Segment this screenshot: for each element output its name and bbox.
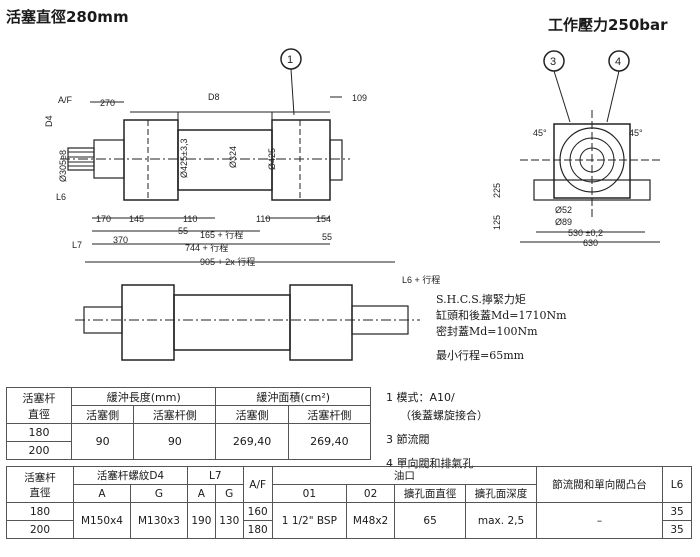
legend-block: 1 模式：A10/ （後蓋螺旋接合） 3 節流閥 4 單向閥和排氣孔 [386,389,488,473]
svg-text:1: 1 [287,54,293,66]
label-270: 270 [100,98,115,108]
thread-a: M150x4 [73,502,131,539]
label-145: 145 [129,214,144,224]
note-seal: 密封蓋Md=100Nm [436,325,538,338]
sub-g: G [129,484,188,503]
note-min-stroke: 最小行程=65mm [436,349,525,362]
cushion-length-header: 緩沖長度(mm) [70,387,217,406]
rod-180: 180 [6,423,72,442]
cylinder-bottom-view [75,284,420,361]
label-154: 154 [316,214,331,224]
legend-1: 1 模式：A10/ [386,391,455,404]
label-425a: Ø425±3,3 [179,139,189,178]
label-l6-stroke: L6 + 行程 [402,274,440,285]
sub-a2: A [186,484,216,503]
label-170: 170 [96,214,111,224]
svg-text:4: 4 [615,56,621,68]
thread-header: 活塞杆螺紋D4 [73,466,188,485]
port-table: 活塞杆 直徑 活塞杆螺紋D4 L7 A/F 油口 節流閥和單向閥凸台 L6 A … [6,466,692,539]
row-rod-200: 200 [6,520,74,539]
label-110b: 110 [256,214,270,224]
l7-a: 190 [186,502,216,539]
label-l6: L6 [56,192,66,202]
label-109: 109 [352,93,367,103]
label-630: 630 [583,238,598,248]
l7-g: 130 [214,502,244,539]
technical-drawing: 1 A/F D4 270 D8 109 Ø305e8 Ø425±3,3 Ø324… [44,48,660,361]
balloon-1: 1 [280,48,302,116]
label-89: Ø89 [555,217,572,227]
sub-g2: G [214,484,244,503]
balloon-4: 4 [606,50,630,123]
legend-1-sub: （後蓋螺旋接合） [400,409,488,422]
val-len-rod: 90 [133,423,217,460]
sub-01: 01 [271,484,348,503]
label-52: Ø52 [555,205,572,215]
l6-180: 35 [662,502,692,521]
label-110a: 110 [183,214,197,224]
side-dimensions [520,231,660,243]
label-305: Ø305e8 [58,150,68,182]
throttle-header: 節流閥和單向閥凸台 [536,466,663,503]
l6-200: 35 [662,520,692,539]
cushion-table: 活塞杆 直徑 緩沖長度(mm) 緩沖面積(cm²) 活塞側 活塞杆側 活塞側 活… [6,387,372,460]
l6-header: L6 [662,466,692,503]
cylinder-top-view [60,111,350,201]
label-324: Ø324 [228,146,238,168]
label-905: 905 + 2x 行程 [200,256,255,267]
label-45a: 45° [533,128,547,138]
rod-200: 200 [6,441,72,460]
label-55a: 55 [178,226,188,236]
label-370: 370 [113,235,128,245]
sub-a: A [73,484,131,503]
legend-3: 3 節流閥 [386,433,430,446]
label-55b: 55 [322,232,332,242]
sub-rod-side: 活塞杆側 [133,405,217,424]
rod-dia-header-2: 活塞杆 直徑 [6,466,74,503]
label-d4: D4 [44,115,54,127]
oil-port-header: 油口 [271,466,538,485]
pressure-title: 工作壓力250bar [548,16,668,34]
val-area-piston: 269,40 [215,423,289,460]
piston-diameter-title: 活塞直徑280mm [6,8,129,26]
label-225: 225 [492,183,502,198]
val-len-piston: 90 [70,423,135,460]
sub-dia: 擴孔面直徑 [394,484,467,503]
label-530: 530 ±0,2 [568,228,603,238]
rod-dia-header: 活塞杆 直徑 [6,387,72,424]
label-l7: L7 [72,240,82,250]
sub-piston-side-area: 活塞側 [215,405,289,424]
cylinder-side-view [520,110,660,220]
af-200: 180 [242,520,273,539]
label-d8: D8 [208,92,220,102]
svg-text:3: 3 [550,56,556,68]
sub-02: 02 [346,484,396,503]
notes-block: S.H.C.S.擰緊力矩 缸頭和後蓋Md=1710Nm 密封蓋Md=100Nm … [436,292,567,364]
top-dimensions [85,96,395,263]
balloon-3: 3 [543,50,571,123]
thread-g: M130x3 [129,502,188,539]
af-180: 160 [242,502,273,521]
sub-depth: 擴孔面深度 [465,484,537,503]
label-af: A/F [58,95,73,105]
port-01: 1 1/2" BSP [271,502,348,539]
label-744: 744 + 行程 [185,242,228,253]
label-125: 125 [492,215,502,230]
label-425b: Ø425 [267,148,277,170]
l7-header: L7 [186,466,244,485]
row-rod-180: 180 [6,502,74,521]
val-area-rod: 269,40 [287,423,372,460]
counterbore-depth: max. 2,5 [465,502,537,539]
label-45b: 45° [629,128,643,138]
note-head: 缸頭和後蓋Md=1710Nm [436,309,567,322]
label-165: 165 + 行程 [200,229,243,240]
af-header: A/F [242,466,273,503]
counterbore-dia: 65 [394,502,467,539]
note-torque: S.H.C.S.擰緊力矩 [436,293,526,306]
cushion-area-header: 緩沖面積(cm²) [215,387,371,406]
throttle-value: – [536,502,663,539]
sub-rod-side-area: 活塞杆側 [287,405,372,424]
sub-piston-side: 活塞側 [70,405,135,424]
port-02: M48x2 [346,502,396,539]
